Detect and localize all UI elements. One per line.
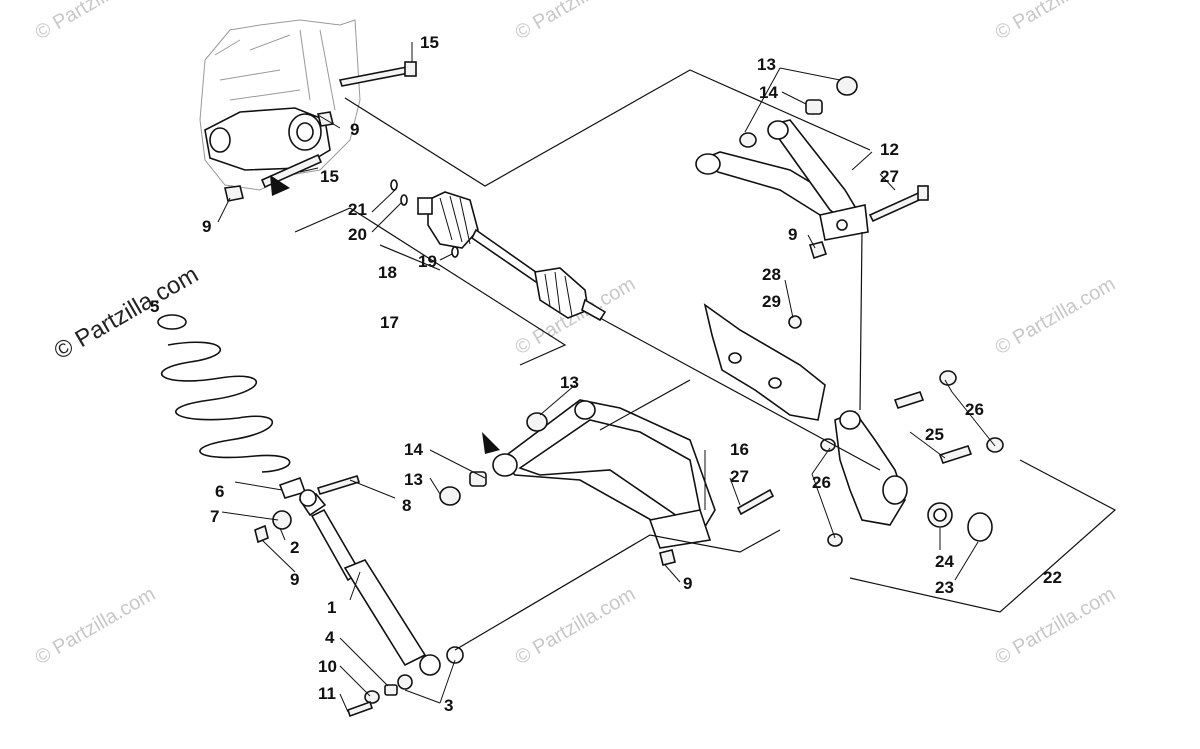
callout-15-mid: 15 [320, 167, 339, 186]
callout-14-top: 14 [759, 83, 778, 102]
snap-rings [390, 179, 459, 258]
callout-8: 8 [402, 496, 411, 515]
watermark-tile: © Partzilla.com [992, 273, 1120, 359]
callout-6: 6 [215, 482, 224, 501]
callout-25: 25 [925, 425, 944, 444]
callout-27-top: 27 [880, 167, 899, 186]
shock-absorber [254, 475, 464, 718]
callout-11: 11 [318, 684, 336, 703]
callout-9-lower-arm: 9 [683, 574, 692, 593]
callout-19: 19 [418, 252, 437, 271]
coil-spring [157, 314, 307, 499]
lower-a-arm [439, 399, 775, 566]
callout-9-upper-arm: 9 [788, 225, 797, 244]
callout-13-mid: 13 [560, 373, 579, 392]
watermark-tile: © Partzilla.com [512, 583, 640, 669]
vehicle-frame [199, 19, 361, 191]
callout-27-lower: 27 [730, 467, 749, 486]
callout-22: 22 [1043, 568, 1062, 587]
callout-4: 4 [325, 628, 335, 647]
upper-arm-hardware [224, 61, 930, 260]
callout-24: 24 [935, 552, 954, 571]
callout-26-left: 26 [812, 473, 831, 492]
watermark-tile: © Partzilla.com [32, 0, 160, 44]
watermark-tile: © Partzilla.com [992, 583, 1120, 669]
arrow-indicator-upper [270, 175, 290, 196]
callout-17: 17 [380, 313, 399, 332]
callout-13-top: 13 [757, 55, 776, 74]
callout-1: 1 [327, 598, 336, 617]
watermark-tile: © Partzilla.com [512, 0, 640, 44]
callout-13-lower: 13 [404, 470, 423, 489]
callout-2: 2 [290, 538, 299, 557]
callout-14-mid: 14 [404, 440, 423, 459]
callout-9-engine: 9 [350, 120, 359, 139]
callout-7: 7 [210, 507, 219, 526]
skid-guard [703, 303, 826, 421]
arrow-indicator-lower [482, 432, 500, 454]
callout-18: 18 [378, 263, 397, 282]
watermark-tile: © Partzilla.com [32, 583, 160, 669]
callout-10: 10 [318, 657, 337, 676]
callout-23: 23 [935, 578, 954, 597]
leader-lines [217, 42, 1117, 713]
callout-26-right: 26 [965, 400, 984, 419]
watermark-tile: © Partzilla.com [992, 0, 1120, 44]
callout-21: 21 [348, 200, 367, 219]
direction-arrows [270, 175, 500, 454]
callout-labels: 15 9 15 9 21 20 19 18 17 13 14 12 27 9 2… [150, 33, 1062, 715]
callout-12: 12 [880, 140, 899, 159]
cv-axle [417, 191, 607, 322]
callout-16: 16 [730, 440, 749, 459]
callout-9-shock: 9 [290, 570, 299, 589]
callout-3: 3 [444, 696, 453, 715]
callout-15-top: 15 [420, 33, 439, 52]
callout-20: 20 [348, 225, 367, 244]
upper-a-arm [695, 119, 869, 241]
callout-9-left: 9 [202, 217, 211, 236]
callout-28: 28 [762, 265, 781, 284]
watermark-layer: © Partzilla.com © Partzilla.com © Partzi… [32, 0, 1120, 669]
callout-5: 5 [150, 297, 159, 316]
callout-29: 29 [762, 292, 781, 311]
steering-knuckle [820, 370, 1004, 547]
